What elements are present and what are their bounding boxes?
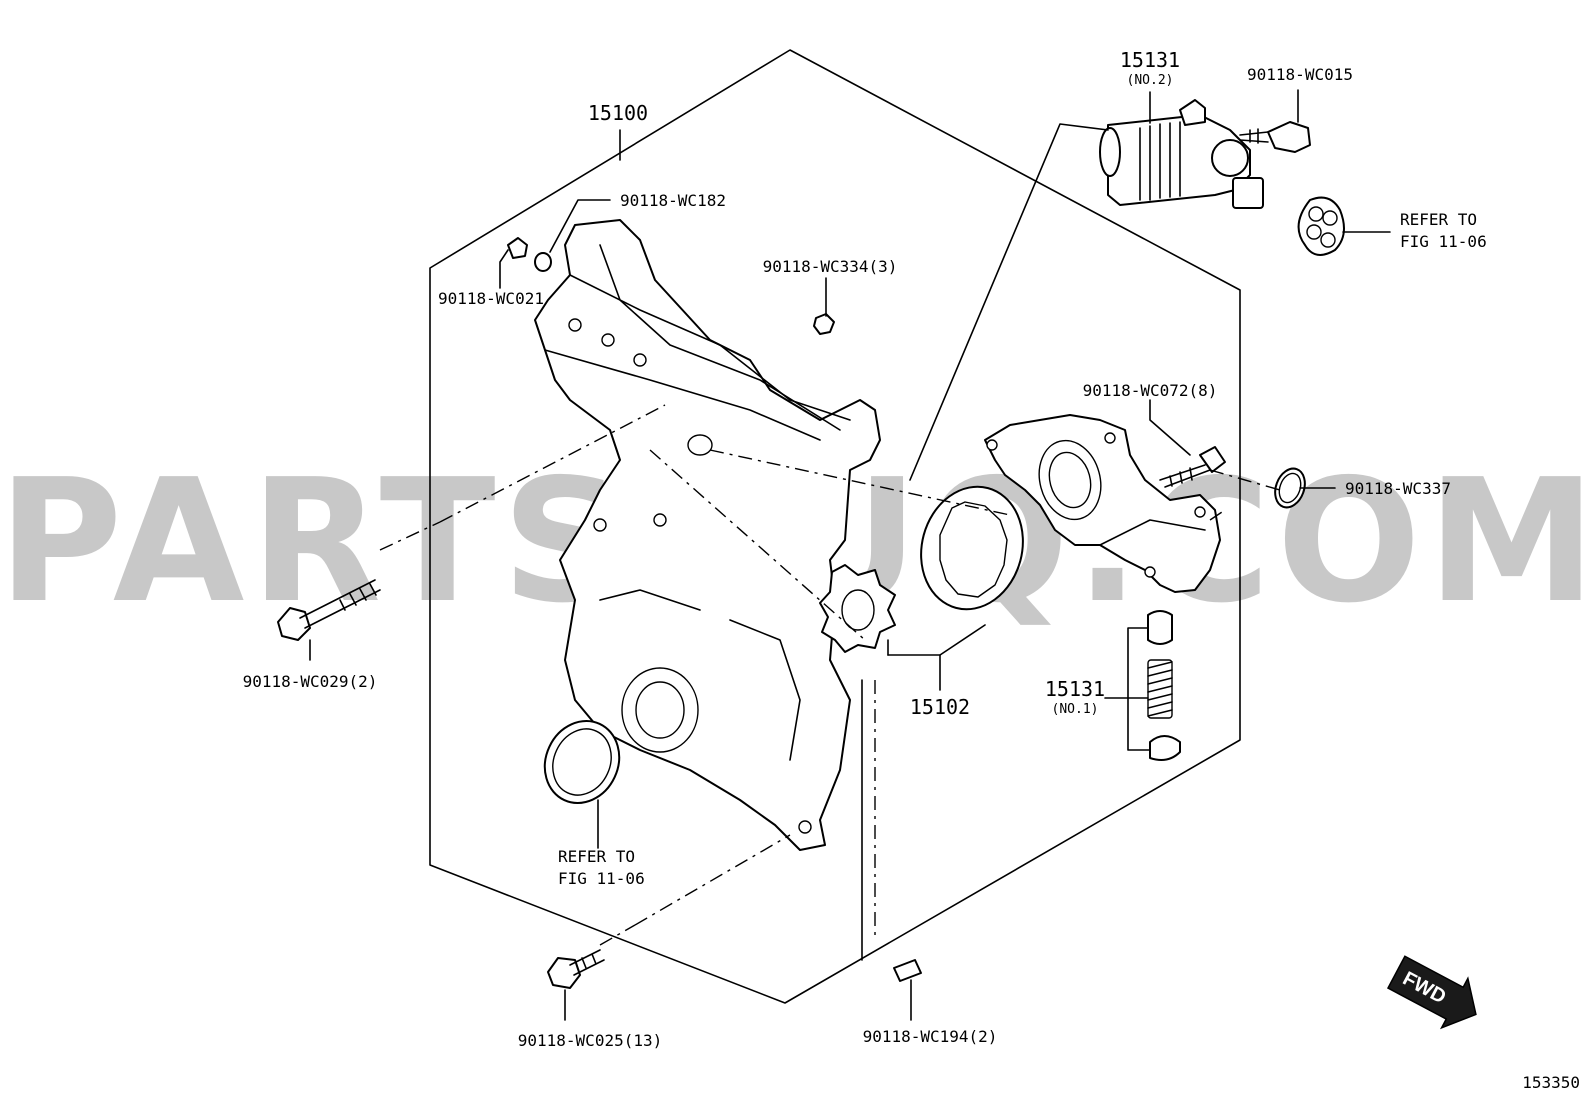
dowel-wc334[interactable]	[813, 313, 835, 335]
axis-line-4	[379, 521, 441, 551]
axis-line-5	[634, 834, 791, 926]
oil-seal-part[interactable]	[532, 709, 633, 816]
refer-top-line2[interactable]: FIG 11-06	[1400, 232, 1487, 251]
refer-top-line1[interactable]: REFER TO	[1400, 210, 1477, 229]
bolt-wc072[interactable]	[1159, 446, 1226, 488]
label-90118-wc015[interactable]: 90118-WC015	[1247, 65, 1353, 84]
refer-bottom-line2[interactable]: FIG 11-06	[558, 869, 645, 888]
inner-rotor-part[interactable]	[819, 564, 896, 653]
label-15131-no1[interactable]: 15131	[1045, 677, 1105, 701]
ocv-gasket-part[interactable]	[1297, 196, 1345, 256]
timing-cover-part[interactable]	[534, 219, 881, 851]
bolt-wc025[interactable]	[547, 949, 605, 989]
label-15131-no2[interactable]: 15131	[1120, 48, 1180, 72]
axis-line-3	[709, 449, 1011, 516]
dowel-wc194[interactable]	[893, 959, 922, 982]
leader-lines	[309, 89, 1391, 1021]
label-15131-no1-sub: (NO.1)	[1052, 702, 1099, 717]
axis-line-6	[599, 924, 636, 946]
ocv-group-bracket	[909, 123, 1109, 481]
oil-pump-cover-part[interactable]	[984, 414, 1221, 593]
figure-number: 153350	[1522, 1073, 1580, 1092]
fwd-arrow-icon: FWD	[1386, 955, 1477, 1030]
label-15100[interactable]: 15100	[588, 101, 648, 125]
axis-line-9	[1209, 509, 1226, 521]
axis-line-1	[439, 404, 666, 523]
o-ring-part[interactable]	[1270, 464, 1310, 511]
label-15102[interactable]: 15102	[910, 695, 970, 719]
washer-wc182[interactable]	[534, 252, 552, 272]
label-90118-wc025[interactable]: 90118-WC025(13)	[518, 1031, 663, 1050]
label-90118-wc029[interactable]: 90118-WC029(2)	[243, 672, 378, 691]
axis-line-2	[649, 449, 866, 641]
label-90118-wc194[interactable]: 90118-WC194(2)	[863, 1027, 998, 1046]
refer-bottom-line1[interactable]: REFER TO	[558, 847, 635, 866]
oil-control-valve-part[interactable]	[1099, 99, 1264, 209]
label-15131-no2-sub: (NO.2)	[1127, 73, 1174, 88]
bolt-wc029[interactable]	[277, 579, 381, 641]
label-90118-wc334[interactable]: 90118-WC334(3)	[763, 257, 898, 276]
axis-line-8	[1209, 469, 1281, 491]
bolt-wc015[interactable]	[1239, 121, 1311, 153]
relief-valve-parts[interactable]	[1147, 610, 1181, 761]
outer-rotor-part[interactable]	[908, 475, 1037, 621]
label-90118-wc182[interactable]: 90118-WC182	[620, 191, 726, 210]
label-90118-wc337[interactable]: 90118-WC337	[1345, 479, 1451, 498]
label-90118-wc072[interactable]: 90118-WC072(8)	[1083, 381, 1218, 400]
group-frame-15100	[429, 49, 1241, 1004]
bolt-wc021[interactable]	[507, 237, 528, 259]
label-90118-wc021[interactable]: 90118-WC021	[438, 289, 544, 308]
